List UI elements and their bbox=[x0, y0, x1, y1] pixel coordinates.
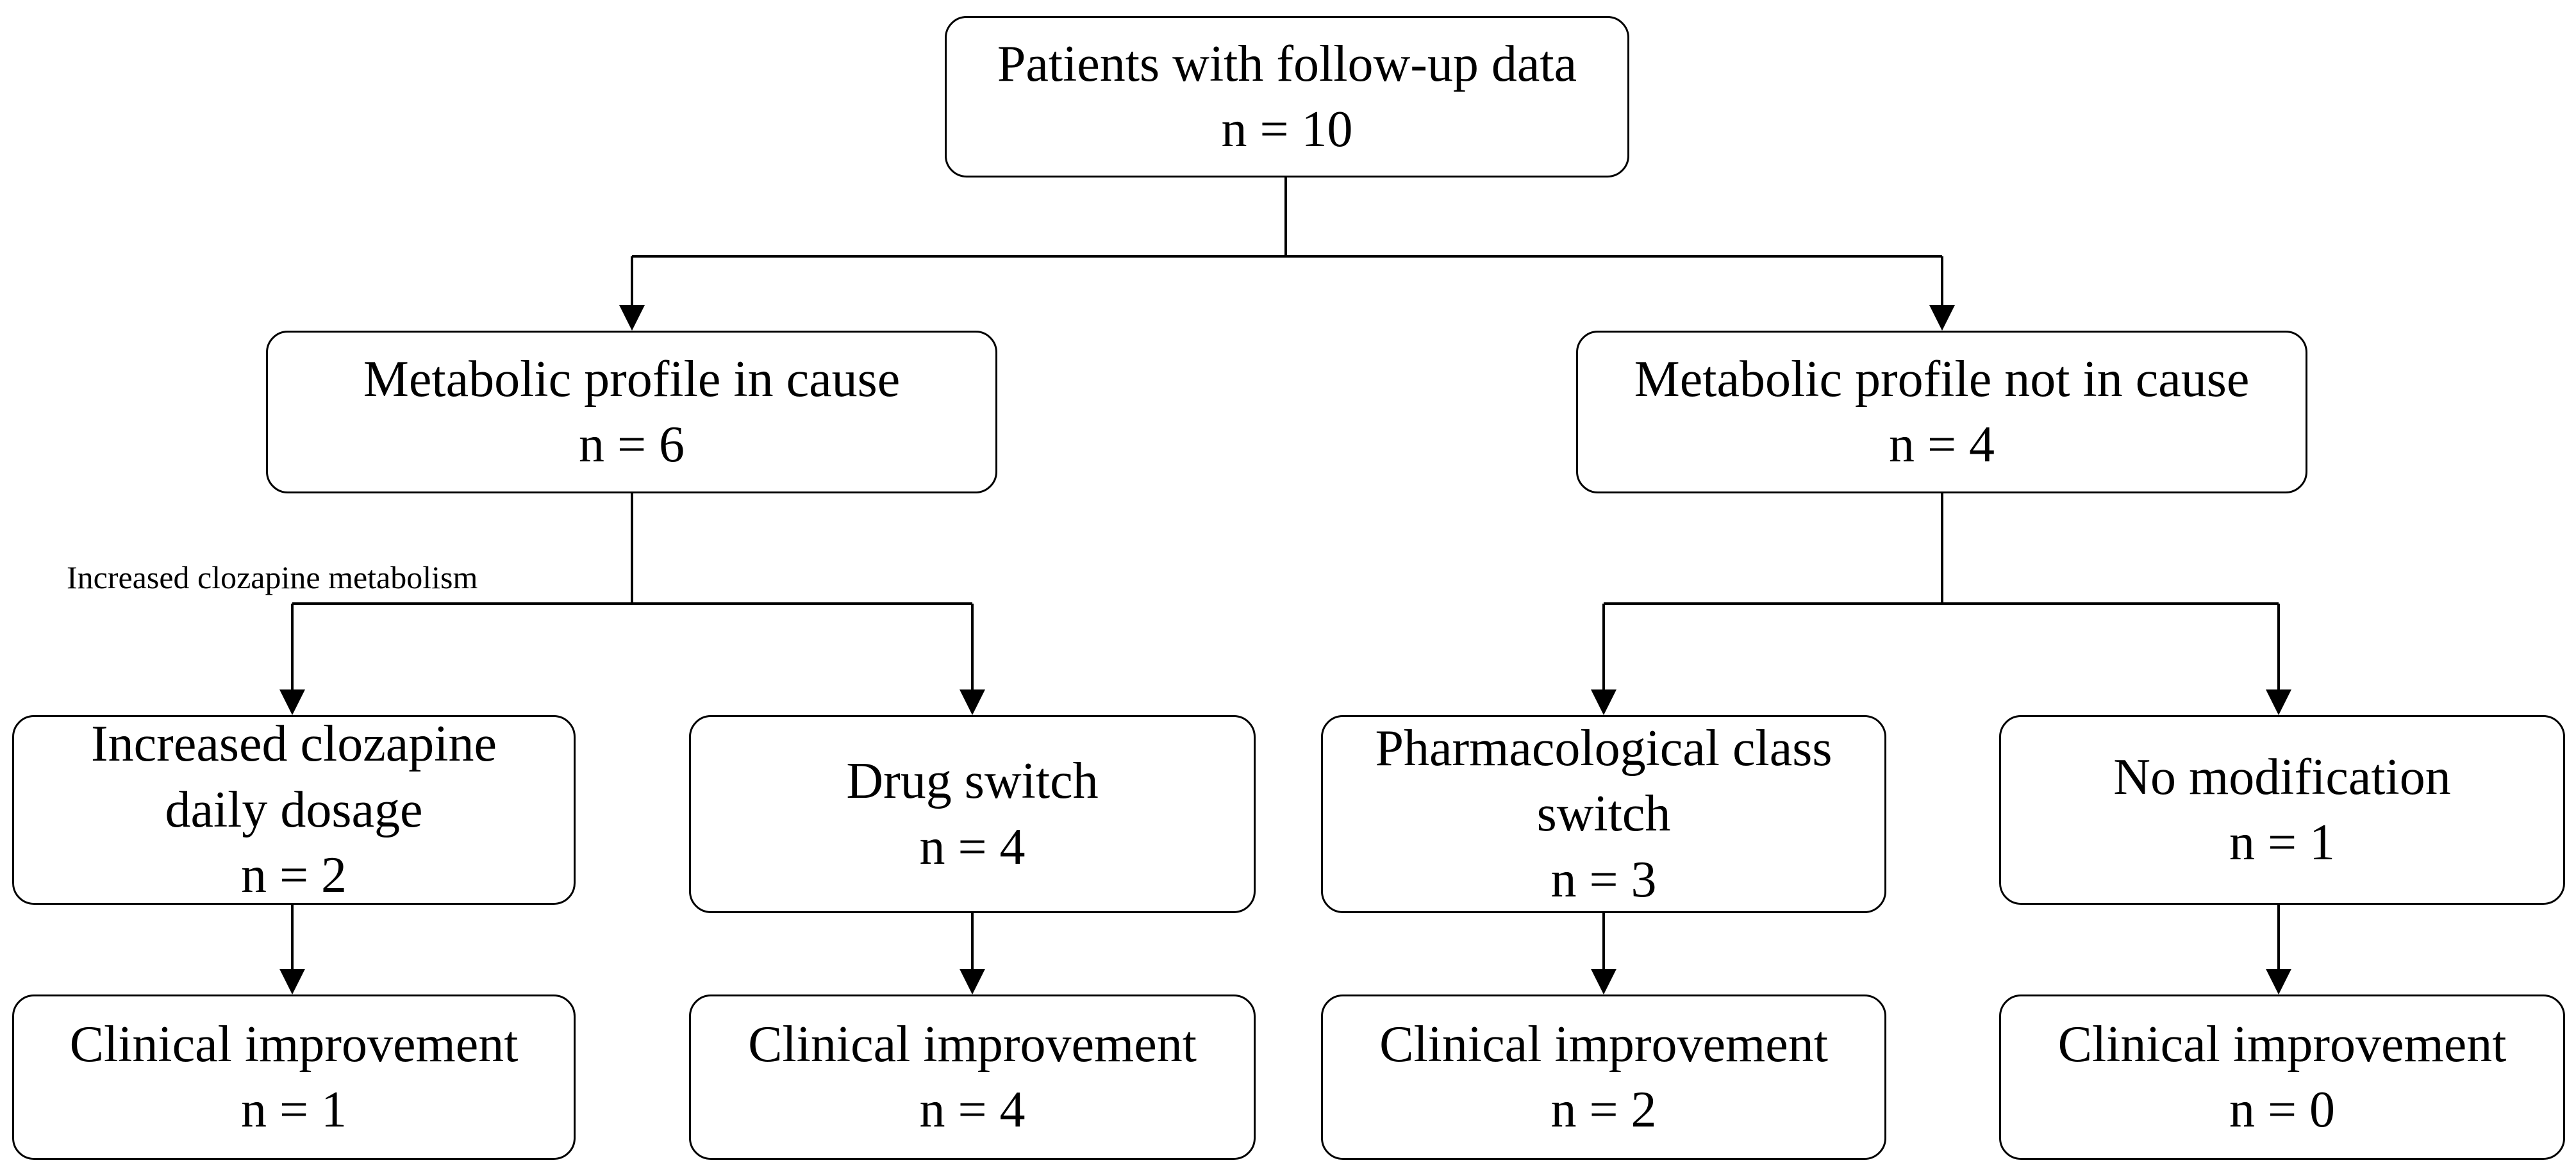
node-count: n = 6 bbox=[578, 417, 685, 473]
node-increased-dosage: Increased clozapine daily dosage n = 2 bbox=[12, 715, 576, 905]
node-count: n = 4 bbox=[919, 1082, 1026, 1138]
node-title: Patients with follow-up data bbox=[997, 35, 1577, 92]
node-metabolic-not-in-cause: Metabolic profile not in cause n = 4 bbox=[1576, 331, 2307, 493]
node-count: n = 0 bbox=[2229, 1082, 2336, 1138]
node-title: Clinical improvement bbox=[1379, 1016, 1828, 1073]
node-title-line-2: switch bbox=[1536, 786, 1671, 843]
node-count: n = 4 bbox=[919, 818, 1026, 875]
node-title: No modification bbox=[2113, 748, 2451, 805]
node-no-modification: No modification n = 1 bbox=[1999, 715, 2565, 905]
edge-label-increased-metabolism: Increased clozapine metabolism bbox=[67, 559, 478, 595]
node-count: n = 4 bbox=[1888, 417, 1995, 473]
node-class-switch: Pharmacological class switch n = 3 bbox=[1321, 715, 1886, 913]
node-title: Clinical improvement bbox=[748, 1016, 1197, 1073]
node-clinical-improvement-1: Clinical improvement n = 1 bbox=[12, 995, 576, 1160]
node-title-line-1: Increased clozapine bbox=[91, 716, 497, 773]
node-clinical-improvement-2: Clinical improvement n = 4 bbox=[689, 995, 1256, 1160]
node-patients-follow-up: Patients with follow-up data n = 10 bbox=[945, 16, 1629, 177]
node-title: Metabolic profile in cause bbox=[363, 351, 901, 408]
node-title: Drug switch bbox=[846, 753, 1099, 810]
node-title-line-2: daily dosage bbox=[165, 781, 423, 838]
node-drug-switch: Drug switch n = 4 bbox=[689, 715, 1256, 913]
node-title-line-1: Pharmacological class bbox=[1375, 720, 1832, 777]
node-clinical-improvement-3: Clinical improvement n = 2 bbox=[1321, 995, 1886, 1160]
node-title: Metabolic profile not in cause bbox=[1634, 351, 2250, 408]
node-clinical-improvement-4: Clinical improvement n = 0 bbox=[1999, 995, 2565, 1160]
node-metabolic-in-cause: Metabolic profile in cause n = 6 bbox=[266, 331, 997, 493]
node-count: n = 1 bbox=[2229, 814, 2336, 871]
node-count: n = 10 bbox=[1221, 101, 1353, 158]
node-count: n = 2 bbox=[240, 847, 347, 904]
node-count: n = 1 bbox=[240, 1082, 347, 1138]
node-title: Clinical improvement bbox=[69, 1016, 519, 1073]
node-count: n = 3 bbox=[1550, 851, 1657, 908]
node-count: n = 2 bbox=[1550, 1082, 1657, 1138]
node-title: Clinical improvement bbox=[2057, 1016, 2507, 1073]
